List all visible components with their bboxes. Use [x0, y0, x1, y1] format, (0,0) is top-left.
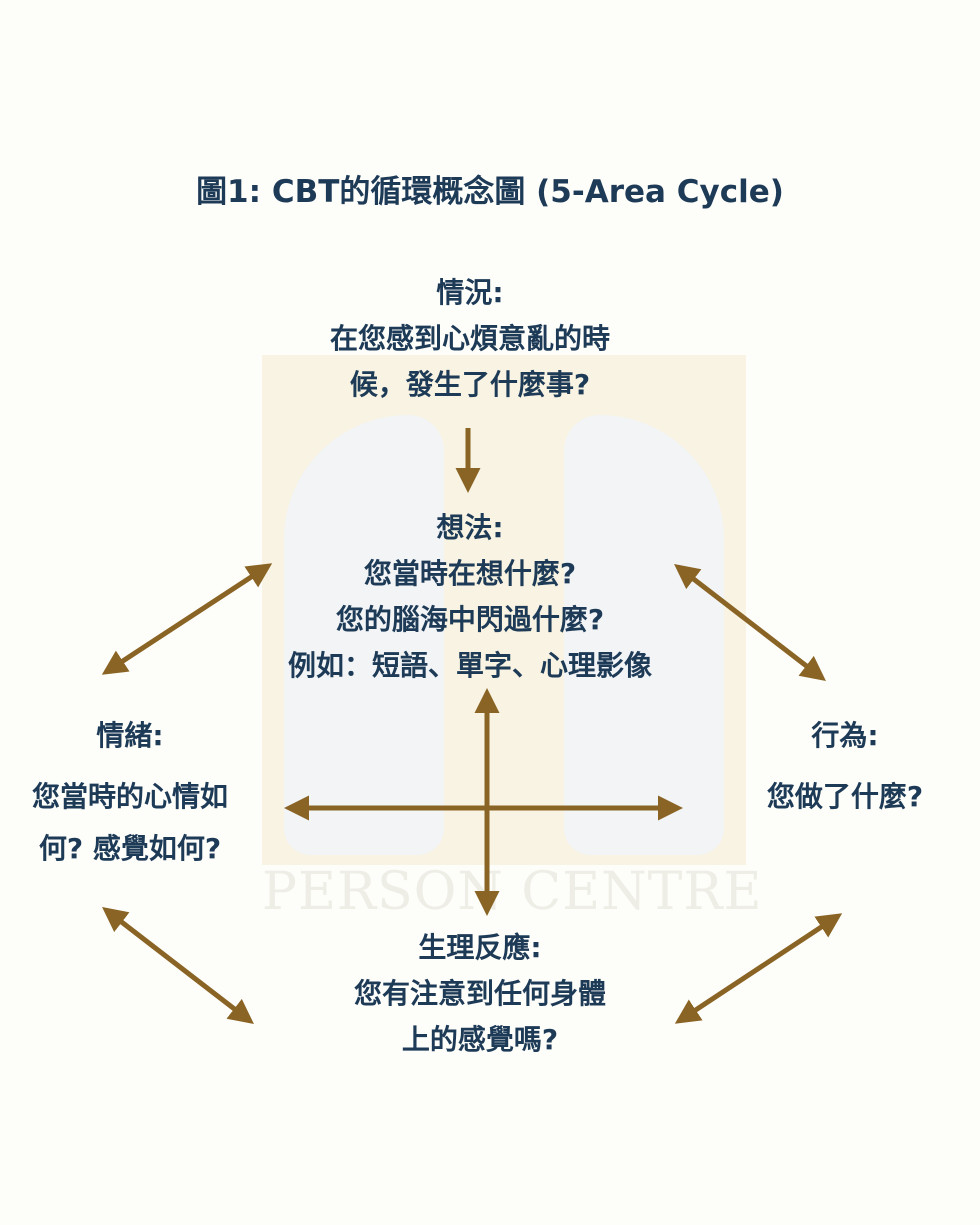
node-situation-label: 情況: — [436, 276, 504, 309]
node-physical: 生理反應: 您有注意到任何身體 上的感覺嗎? — [300, 925, 660, 1063]
node-behaviour-line: 您做了什麼? — [766, 780, 924, 813]
node-emotions: 情緒: 您當時的心情如 何? 感覺如何? — [0, 713, 260, 875]
node-physical-line: 您有注意到任何身體 — [353, 977, 606, 1010]
node-emotions-line: 何? 感覺如何? — [38, 832, 222, 865]
node-thoughts-line: 例如：短語、單字、心理影像 — [287, 649, 652, 682]
node-situation: 情況: 在您感到心煩意亂的時 候，發生了什麼事? — [290, 270, 650, 408]
node-thoughts-line: 您的腦海中閃過什麼? — [335, 603, 605, 636]
watermark-logo — [262, 355, 746, 865]
node-emotions-line: 您當時的心情如 — [31, 780, 228, 813]
arrow-emotions-physical — [102, 906, 254, 1025]
watermark-text: PERSON CENTRE — [262, 862, 763, 922]
node-behaviour-label: 行為: — [811, 719, 879, 752]
node-behaviour: 行為: 您做了什麼? — [740, 713, 950, 823]
node-thoughts-line: 您當時在想什麼? — [363, 557, 577, 590]
arrow-physical-behaviour — [674, 913, 843, 1024]
node-thoughts: 想法: 您當時在想什麼? 您的腦海中閃過什麼? 例如：短語、單字、心理影像 — [230, 505, 710, 689]
watermark-wing-left — [284, 415, 444, 855]
node-thoughts-label: 想法: — [436, 511, 504, 544]
node-situation-line: 候，發生了什麼事? — [349, 368, 591, 401]
diagram-title: 圖1: CBT的循環概念圖 (5-Area Cycle) — [196, 174, 784, 210]
node-situation-line: 在您感到心煩意亂的時 — [329, 322, 610, 355]
node-physical-line: 上的感覺嗎? — [401, 1023, 559, 1056]
arrow-thoughts-emotions — [101, 563, 273, 675]
node-physical-label: 生理反應: — [418, 931, 542, 964]
arrow-thoughts-behaviour — [674, 563, 826, 682]
node-emotions-label: 情緒: — [96, 719, 164, 752]
